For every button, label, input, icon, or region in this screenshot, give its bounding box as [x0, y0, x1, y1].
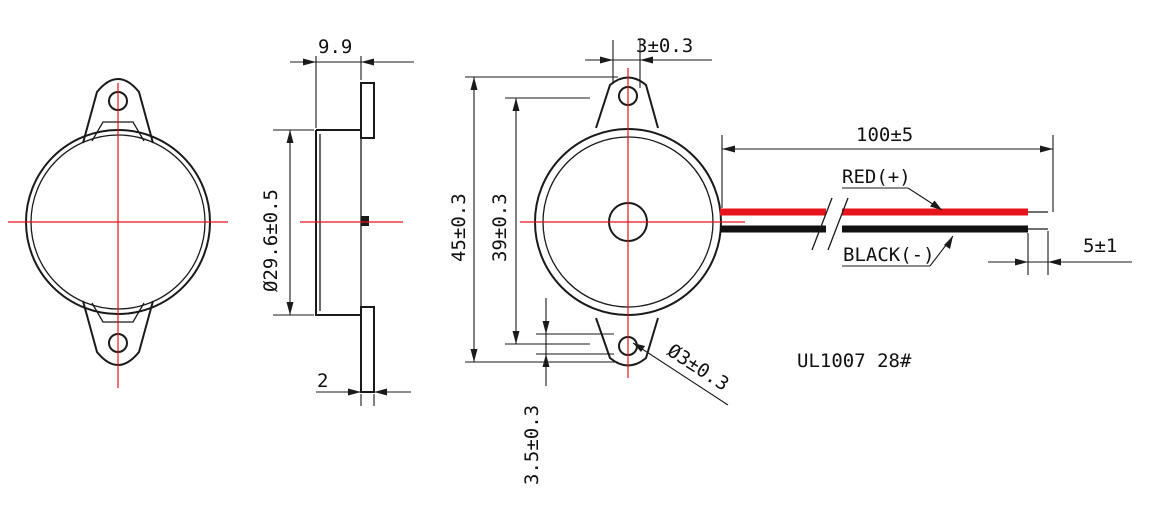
- side-flange-label: 2: [317, 370, 328, 392]
- side-view: 9.9 Ø29.6±0.5 2: [260, 36, 414, 406]
- strip-length-label: 5±1: [1083, 235, 1117, 257]
- cable-spec-label: UL1007 28#: [797, 350, 912, 372]
- lead-length-label: 100±5: [856, 124, 913, 146]
- side-pin: [361, 216, 369, 226]
- front-view: [8, 78, 228, 388]
- body-diameter-label: 39±0.3: [489, 193, 511, 262]
- main-view: 3±0.3 45±0.3 39±0.3 Ø3±0.3 3.5±0.3 100±5: [448, 35, 1132, 485]
- black-wire-label: BLACK(-): [843, 244, 935, 266]
- main-top-ear: [595, 76, 659, 129]
- main-bottom-ear: [595, 317, 659, 367]
- red-wire-label: RED(+): [842, 166, 911, 188]
- overall-height-label: 45±0.3: [448, 193, 470, 262]
- hole-offset-label: 3±0.3: [636, 35, 693, 57]
- side-thickness-label: 9.9: [318, 36, 352, 58]
- side-body-outline: [315, 82, 375, 393]
- hole-diameter-label: Ø3±0.3: [663, 340, 733, 396]
- wire-stripped-ends: [1028, 211, 1048, 230]
- side-diameter-label: Ø29.6±0.5: [260, 189, 282, 292]
- wire-break-marks: [811, 197, 849, 251]
- hole-edge-label: 3.5±0.3: [521, 405, 543, 485]
